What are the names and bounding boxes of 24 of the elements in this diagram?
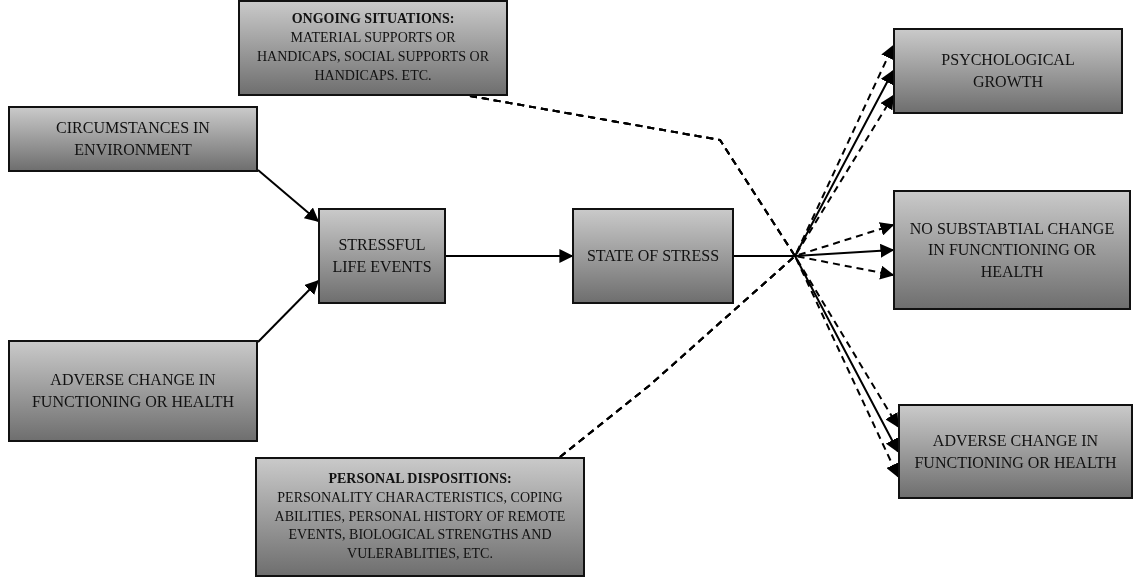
box-text: ADVERSE CHANGE IN FUNCTIONING OR HEALTH bbox=[913, 430, 1118, 473]
box-text: ADVERSE CHANGE IN FUNCTIONING OR HEALTH bbox=[30, 370, 236, 412]
box-text: PSYCHOLOGICAL GROWTH bbox=[940, 50, 1076, 92]
process-box bbox=[893, 190, 1131, 310]
box-text: STRESSFUL LIFE EVENTS bbox=[331, 235, 433, 277]
box-text: CIRCUMSTANCES IN ENVIRONMENT bbox=[55, 118, 211, 160]
box-text: MATERIAL SUPPORTS OR HANDICAPS, SOCIAL SUPPORTS OR HANDICAPS. ETC. bbox=[256, 29, 490, 85]
process-box bbox=[898, 404, 1133, 499]
arrow bbox=[257, 280, 319, 343]
process-box bbox=[893, 28, 1123, 114]
box-text: PERSONALITY CHARACTERISTICS, COPING ABILITIES, PERSONAL HISTORY OF REMOTE EVENTS, BIOLOGICAL STRENGTHS AND VULERABLITIES, ETC. bbox=[273, 488, 567, 564]
process-box bbox=[318, 208, 446, 304]
box-text: NO SUBSTABTIAL CHANGE IN FUNCNTIONING OR HEALTH bbox=[908, 218, 1116, 282]
arrow bbox=[469, 95, 899, 428]
box-heading: PERSONAL DISPOSITIONS: bbox=[328, 469, 512, 488]
process-box bbox=[238, 0, 508, 96]
arrow bbox=[445, 249, 574, 263]
process-box bbox=[572, 208, 734, 304]
process-box bbox=[8, 340, 258, 442]
process-box bbox=[8, 106, 258, 172]
arrow bbox=[257, 169, 320, 222]
box-text: STATE OF STRESS bbox=[586, 246, 720, 267]
process-box bbox=[255, 457, 585, 577]
box-heading: ONGOING SITUATIONS: bbox=[291, 10, 455, 29]
